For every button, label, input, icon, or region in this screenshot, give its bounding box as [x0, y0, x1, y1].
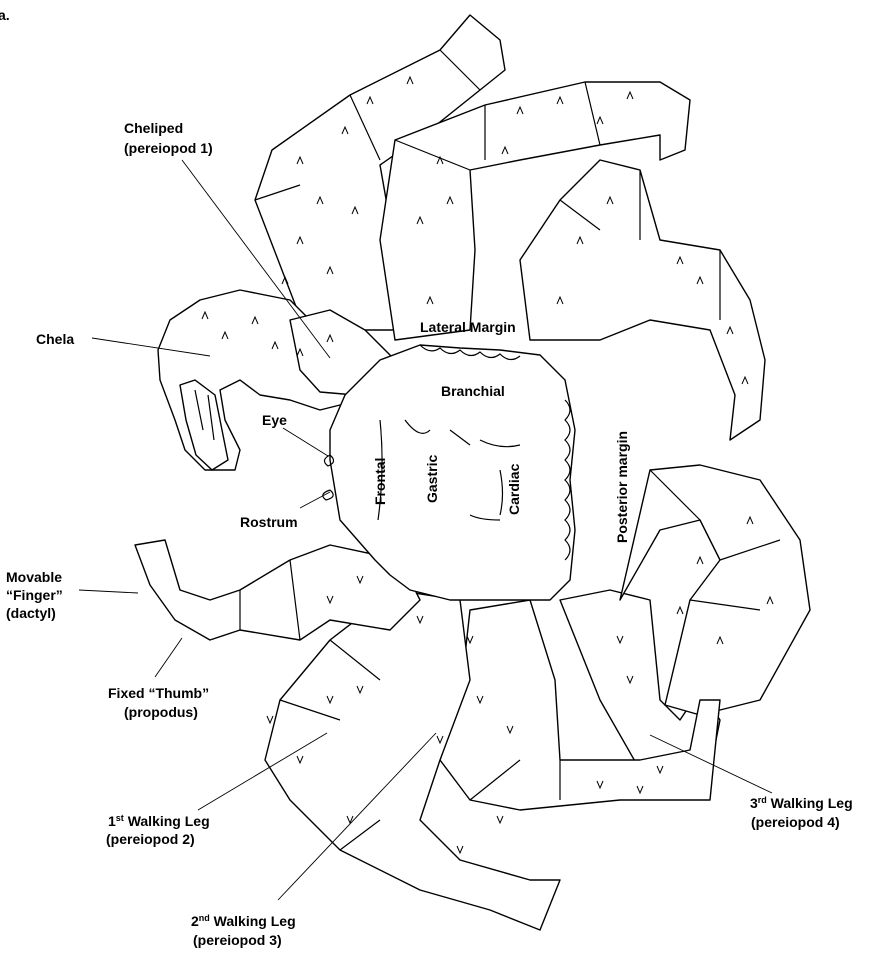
- gastric-label: Gastric: [424, 455, 440, 503]
- walking-leg-3-label: 3rd Walking Leg: [750, 795, 853, 811]
- movable-finger-sublabel-2: (dactyl): [6, 605, 56, 621]
- chela-label: Chela: [36, 331, 74, 347]
- walking-leg-2-label: 2nd Walking Leg: [191, 913, 296, 929]
- eye-label: Eye: [262, 412, 287, 428]
- walking-leg-1-label: 1st Walking Leg: [108, 813, 210, 829]
- panel-letter: a.: [0, 7, 10, 23]
- cheliped-label: Cheliped: [124, 120, 183, 136]
- spine-tick: [697, 557, 703, 564]
- fixed-thumb-sublabel: (propodus): [124, 704, 198, 720]
- cardiac-label: Cardiac: [506, 463, 522, 515]
- rostrum-label: Rostrum: [240, 514, 298, 530]
- movable-finger-label: Movable: [6, 569, 62, 585]
- posterior-margin-label: Posterior margin: [614, 431, 630, 543]
- movable-finger-sublabel-1: “Finger”: [6, 587, 63, 603]
- spine-tick: [677, 607, 683, 614]
- cheliped-sublabel: (pereiopod 1): [124, 140, 213, 156]
- fixed-thumb-label: Fixed “Thumb”: [108, 685, 209, 701]
- walking-leg-2-sublabel: (pereiopod 3): [193, 932, 282, 948]
- spine-tick: [267, 716, 273, 723]
- walking-leg-1-sublabel: (pereiopod 2): [106, 831, 195, 847]
- walking-leg-3-sublabel: (pereiopod 4): [751, 814, 840, 830]
- frontal-label: Frontal: [372, 458, 388, 505]
- branchial-label: Branchial: [441, 383, 505, 399]
- spine-tick: [457, 846, 463, 853]
- lateral-margin-label: Lateral Margin: [420, 319, 516, 335]
- spine-tick: [497, 816, 503, 823]
